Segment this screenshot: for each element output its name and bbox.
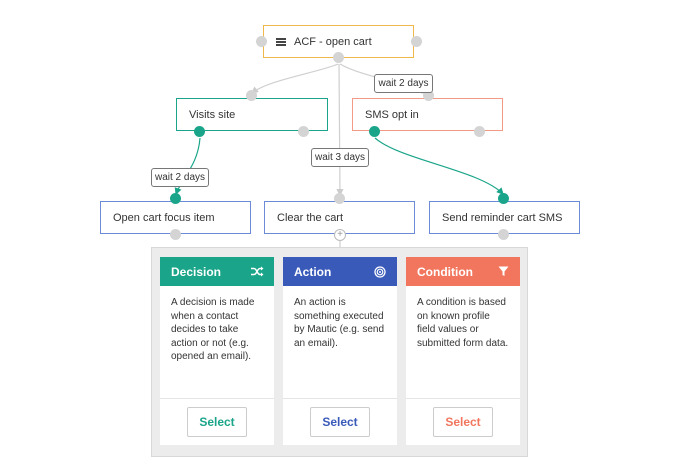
delay-label-open-cart-focus: wait 2 days [151, 168, 209, 187]
filter-icon [496, 265, 510, 279]
action-card-footer: Select [283, 398, 397, 445]
action-node-label: Send reminder cart SMS [442, 211, 563, 224]
action-card: Action An action is something executed b… [283, 257, 397, 445]
sms-yes-anchor[interactable] [369, 126, 380, 137]
connector-source-to-visits [251, 63, 339, 94]
select-decision-button[interactable]: Select [187, 407, 247, 437]
list-icon [276, 37, 286, 47]
action-node-clear-cart[interactable]: Clear the cart [264, 201, 415, 234]
shuffle-icon [250, 265, 264, 279]
decision-card-footer: Select [160, 398, 274, 445]
connector-sms-to-send [374, 137, 504, 195]
sms-top-anchor[interactable] [423, 90, 434, 101]
action-node-label: Open cart focus item [113, 211, 215, 224]
send-bottom-anchor[interactable] [498, 229, 509, 240]
decision-node-label: Visits site [189, 108, 236, 121]
condition-title: Condition [417, 264, 473, 279]
decision-card: Decision A decision is made when a conta… [160, 257, 274, 445]
source-node-label: ACF - open cart [294, 35, 372, 48]
decision-node-visits-site[interactable]: Visits site [176, 98, 328, 131]
visits-top-anchor[interactable] [246, 90, 257, 101]
select-condition-button[interactable]: Select [433, 407, 493, 437]
source-right-anchor[interactable] [411, 36, 422, 47]
event-type-picker: Decision A decision is made when a conta… [151, 247, 528, 457]
condition-node-sms-opt-in[interactable]: SMS opt in [352, 98, 503, 131]
delay-label-clear-cart: wait 3 days [311, 148, 369, 167]
condition-card: Condition A condition is based on known … [406, 257, 520, 445]
visits-yes-anchor[interactable] [194, 126, 205, 137]
condition-card-footer: Select [406, 398, 520, 445]
sms-no-anchor[interactable] [474, 126, 485, 137]
action-card-header: Action [283, 257, 397, 286]
condition-description: A condition is based on known profile fi… [417, 297, 509, 349]
target-icon [373, 265, 387, 279]
focus-bottom-anchor[interactable] [170, 229, 181, 240]
select-action-button[interactable]: Select [310, 407, 370, 437]
source-left-anchor[interactable] [256, 36, 267, 47]
action-description: An action is something executed by Mauti… [294, 297, 385, 349]
decision-card-header: Decision [160, 257, 274, 286]
condition-card-header: Condition [406, 257, 520, 286]
connector-source-to-clear [336, 63, 344, 197]
source-bottom-anchor[interactable] [333, 52, 344, 63]
decision-title: Decision [171, 264, 222, 279]
action-title: Action [294, 264, 332, 279]
decision-description: A decision is made when a contact decide… [171, 297, 255, 362]
clear-top-anchor[interactable] [334, 193, 345, 204]
send-top-anchor[interactable] [498, 193, 509, 204]
focus-top-anchor[interactable] [170, 193, 181, 204]
add-event-plus-icon[interactable]: + [334, 229, 346, 241]
delay-label-sms-opt-in: wait 2 days [374, 74, 433, 93]
condition-node-label: SMS opt in [365, 108, 419, 121]
visits-no-anchor[interactable] [298, 126, 309, 137]
action-node-label: Clear the cart [277, 211, 344, 224]
